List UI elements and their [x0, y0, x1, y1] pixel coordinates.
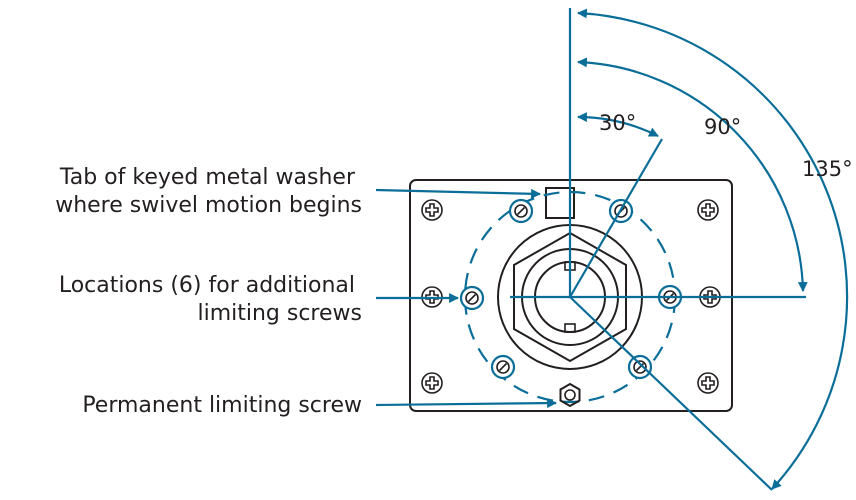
angle-label-135: 135°	[802, 157, 853, 181]
callout-arrows	[375, 188, 557, 409]
label-permanent-screw: Permanent limiting screw	[82, 393, 362, 418]
phillips-screw-icon	[697, 199, 719, 221]
angle-label-30: 30°	[599, 111, 636, 135]
phillips-screw-icon	[421, 199, 443, 221]
phillips-screw-icon	[697, 372, 719, 394]
slotted-screw-icon	[459, 285, 485, 311]
washer-tab	[545, 187, 575, 219]
phillips-screw-icon	[421, 372, 443, 394]
thirty-degree-line	[569, 138, 663, 298]
label-screw-locations: Locations (6) for additional limiting sc…	[59, 273, 362, 326]
slotted-screw-icon	[508, 198, 534, 224]
slotted-screw-icon	[627, 354, 653, 380]
slotted-screw-icon	[490, 354, 516, 380]
callout-washer-tab	[375, 188, 541, 199]
angle-label-90: 90°	[704, 115, 741, 139]
callout-permanent-screw	[375, 398, 557, 409]
arc-135	[577, 8, 849, 490]
label-washer-tab: Tab of keyed metal washer where swivel m…	[55, 165, 362, 218]
